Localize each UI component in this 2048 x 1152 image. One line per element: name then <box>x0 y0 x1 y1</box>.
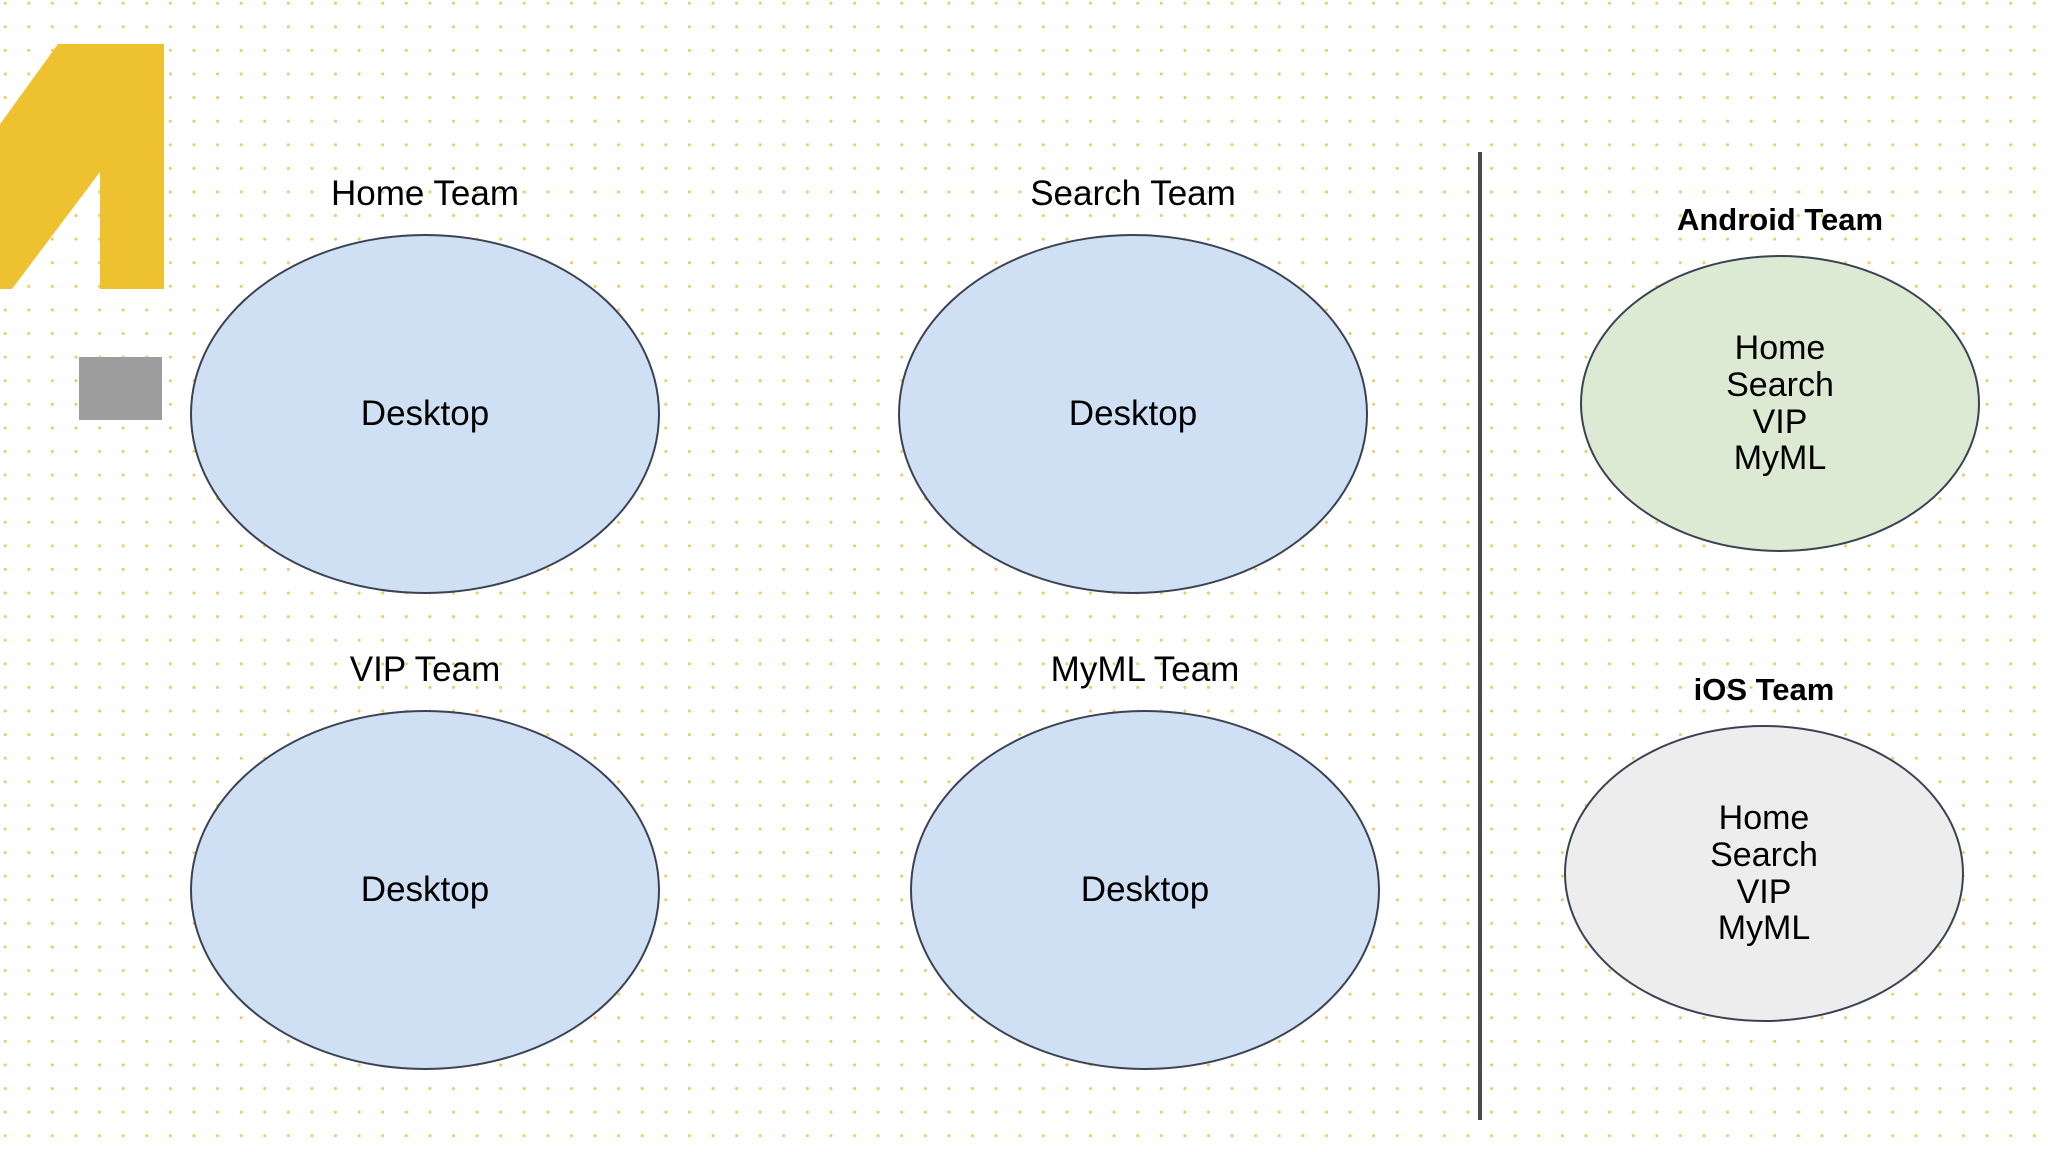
team-platform-label: Desktop <box>1080 870 1210 910</box>
team-ellipse-myml[interactable]: Desktop <box>910 710 1380 1070</box>
team-feature-label: Home <box>1718 799 1810 838</box>
team-feature-label: VIP <box>1752 402 1808 441</box>
team-platform-label: Desktop <box>1068 394 1198 434</box>
team-feature-list: Home Search VIP MyML <box>1710 800 1818 947</box>
gray-placeholder-block <box>79 357 162 420</box>
team-feature-label: Home <box>1734 329 1826 368</box>
team-ellipse-ios[interactable]: Home Search VIP MyML <box>1564 725 1964 1022</box>
team-ellipse-android[interactable]: Home Search VIP MyML <box>1580 255 1980 552</box>
team-feature-label: MyML <box>1733 439 1827 478</box>
team-ellipse-home[interactable]: Desktop <box>190 234 660 594</box>
team-ellipse-search[interactable]: Desktop <box>898 234 1368 594</box>
team-node-search[interactable]: Search Team Desktop <box>898 174 1368 594</box>
team-feature-list: Home Search VIP MyML <box>1726 330 1834 477</box>
team-node-myml[interactable]: MyML Team Desktop <box>910 650 1380 1070</box>
team-node-home[interactable]: Home Team Desktop <box>190 174 660 594</box>
team-node-vip[interactable]: VIP Team Desktop <box>190 650 660 1070</box>
team-title-myml: MyML Team <box>1050 650 1240 689</box>
team-feature-label: MyML <box>1717 909 1811 948</box>
team-title-home: Home Team <box>330 174 520 213</box>
team-title-vip: VIP Team <box>349 650 501 689</box>
team-title-android: Android Team <box>1676 202 1884 237</box>
team-title-ios: iOS Team <box>1693 672 1835 707</box>
team-node-ios[interactable]: iOS Team Home Search VIP MyML <box>1564 672 1964 1022</box>
team-ellipse-vip[interactable]: Desktop <box>190 710 660 1070</box>
team-platform-label: Desktop <box>360 870 490 910</box>
team-feature-label: Search <box>1726 365 1834 404</box>
team-platform-label: Desktop <box>360 394 490 434</box>
yellow-a-mark-logo <box>0 44 164 289</box>
team-title-search: Search Team <box>1030 174 1236 213</box>
vertical-divider <box>1478 152 1482 1120</box>
team-feature-label: VIP <box>1736 872 1792 911</box>
team-node-android[interactable]: Android Team Home Search VIP MyML <box>1580 202 1980 552</box>
team-feature-label: Search <box>1710 835 1818 874</box>
